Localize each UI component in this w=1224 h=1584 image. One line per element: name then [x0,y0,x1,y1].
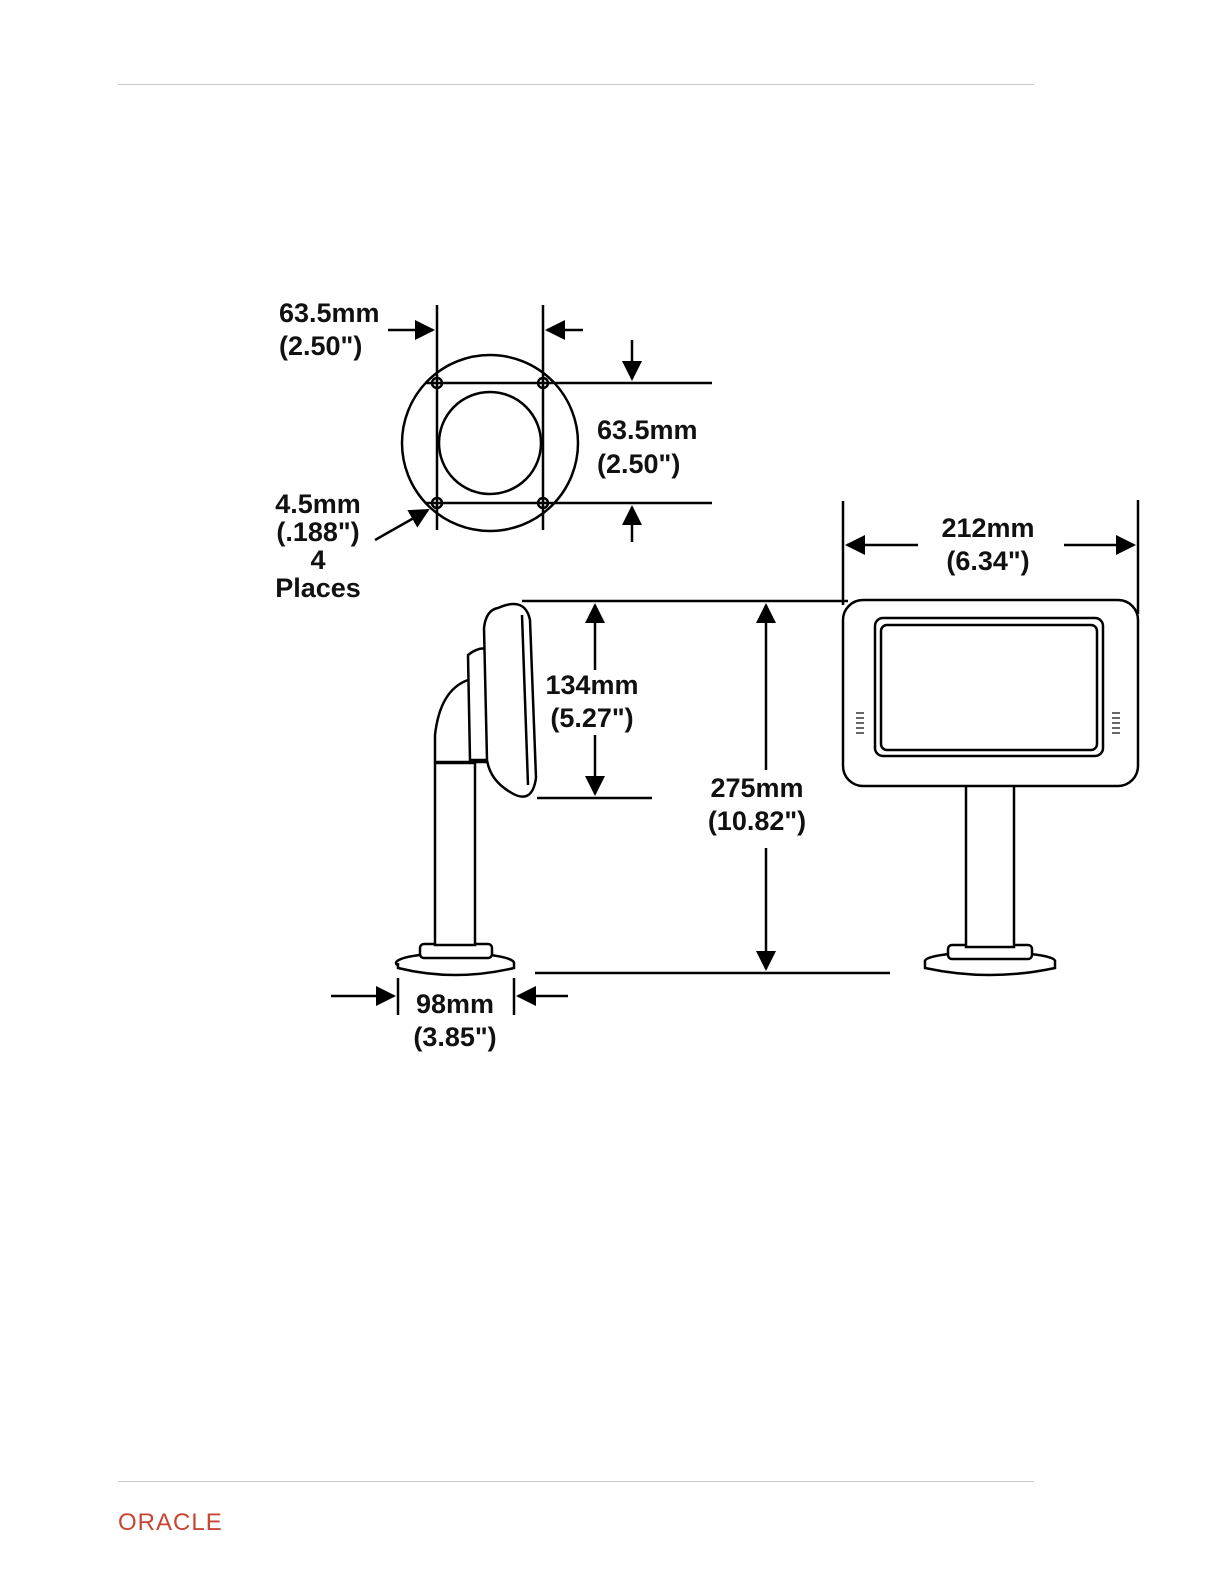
overall-height-in: (10.82") [708,806,806,836]
display-front-view [843,600,1138,975]
hole-spacing-h-mm: 63.5mm [279,298,380,328]
hole-diameter-mm: 4.5mm [275,489,361,519]
overall-height-mm: 275mm [710,773,803,803]
hole-spacing-v-mm: 63.5mm [597,415,698,445]
width-in: (6.34") [946,546,1029,576]
hole-places: Places [275,573,361,603]
hole-spacing-v-in: (2.50") [597,449,680,479]
hole-diameter-in: (.188") [276,517,359,547]
display-height-mm: 134mm [545,670,638,700]
dimension-arrows-mount [375,330,632,542]
display-height-in: (5.27") [550,703,633,733]
width-mm: 212mm [941,513,1034,543]
oracle-logo: ORACLE [118,1509,223,1536]
hole-count: 4 [310,545,325,575]
footer-rule [118,1481,1034,1482]
display-side-view [396,604,536,975]
base-width-mm: 98mm [416,989,494,1019]
hole-spacing-h-in: (2.50") [279,331,362,361]
base-width-in: (3.85") [413,1022,496,1052]
